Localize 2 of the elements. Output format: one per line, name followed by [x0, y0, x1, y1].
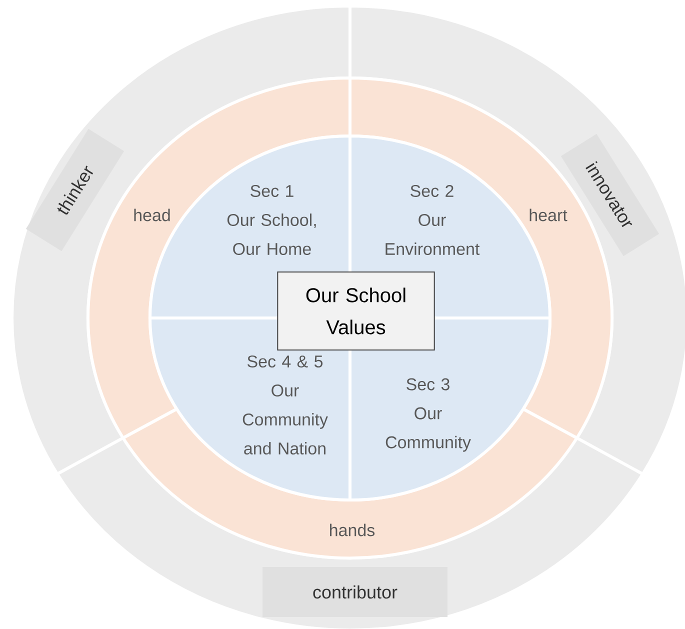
label-tag: contributor: [262, 567, 448, 617]
center-box: Our School Values: [277, 272, 435, 350]
